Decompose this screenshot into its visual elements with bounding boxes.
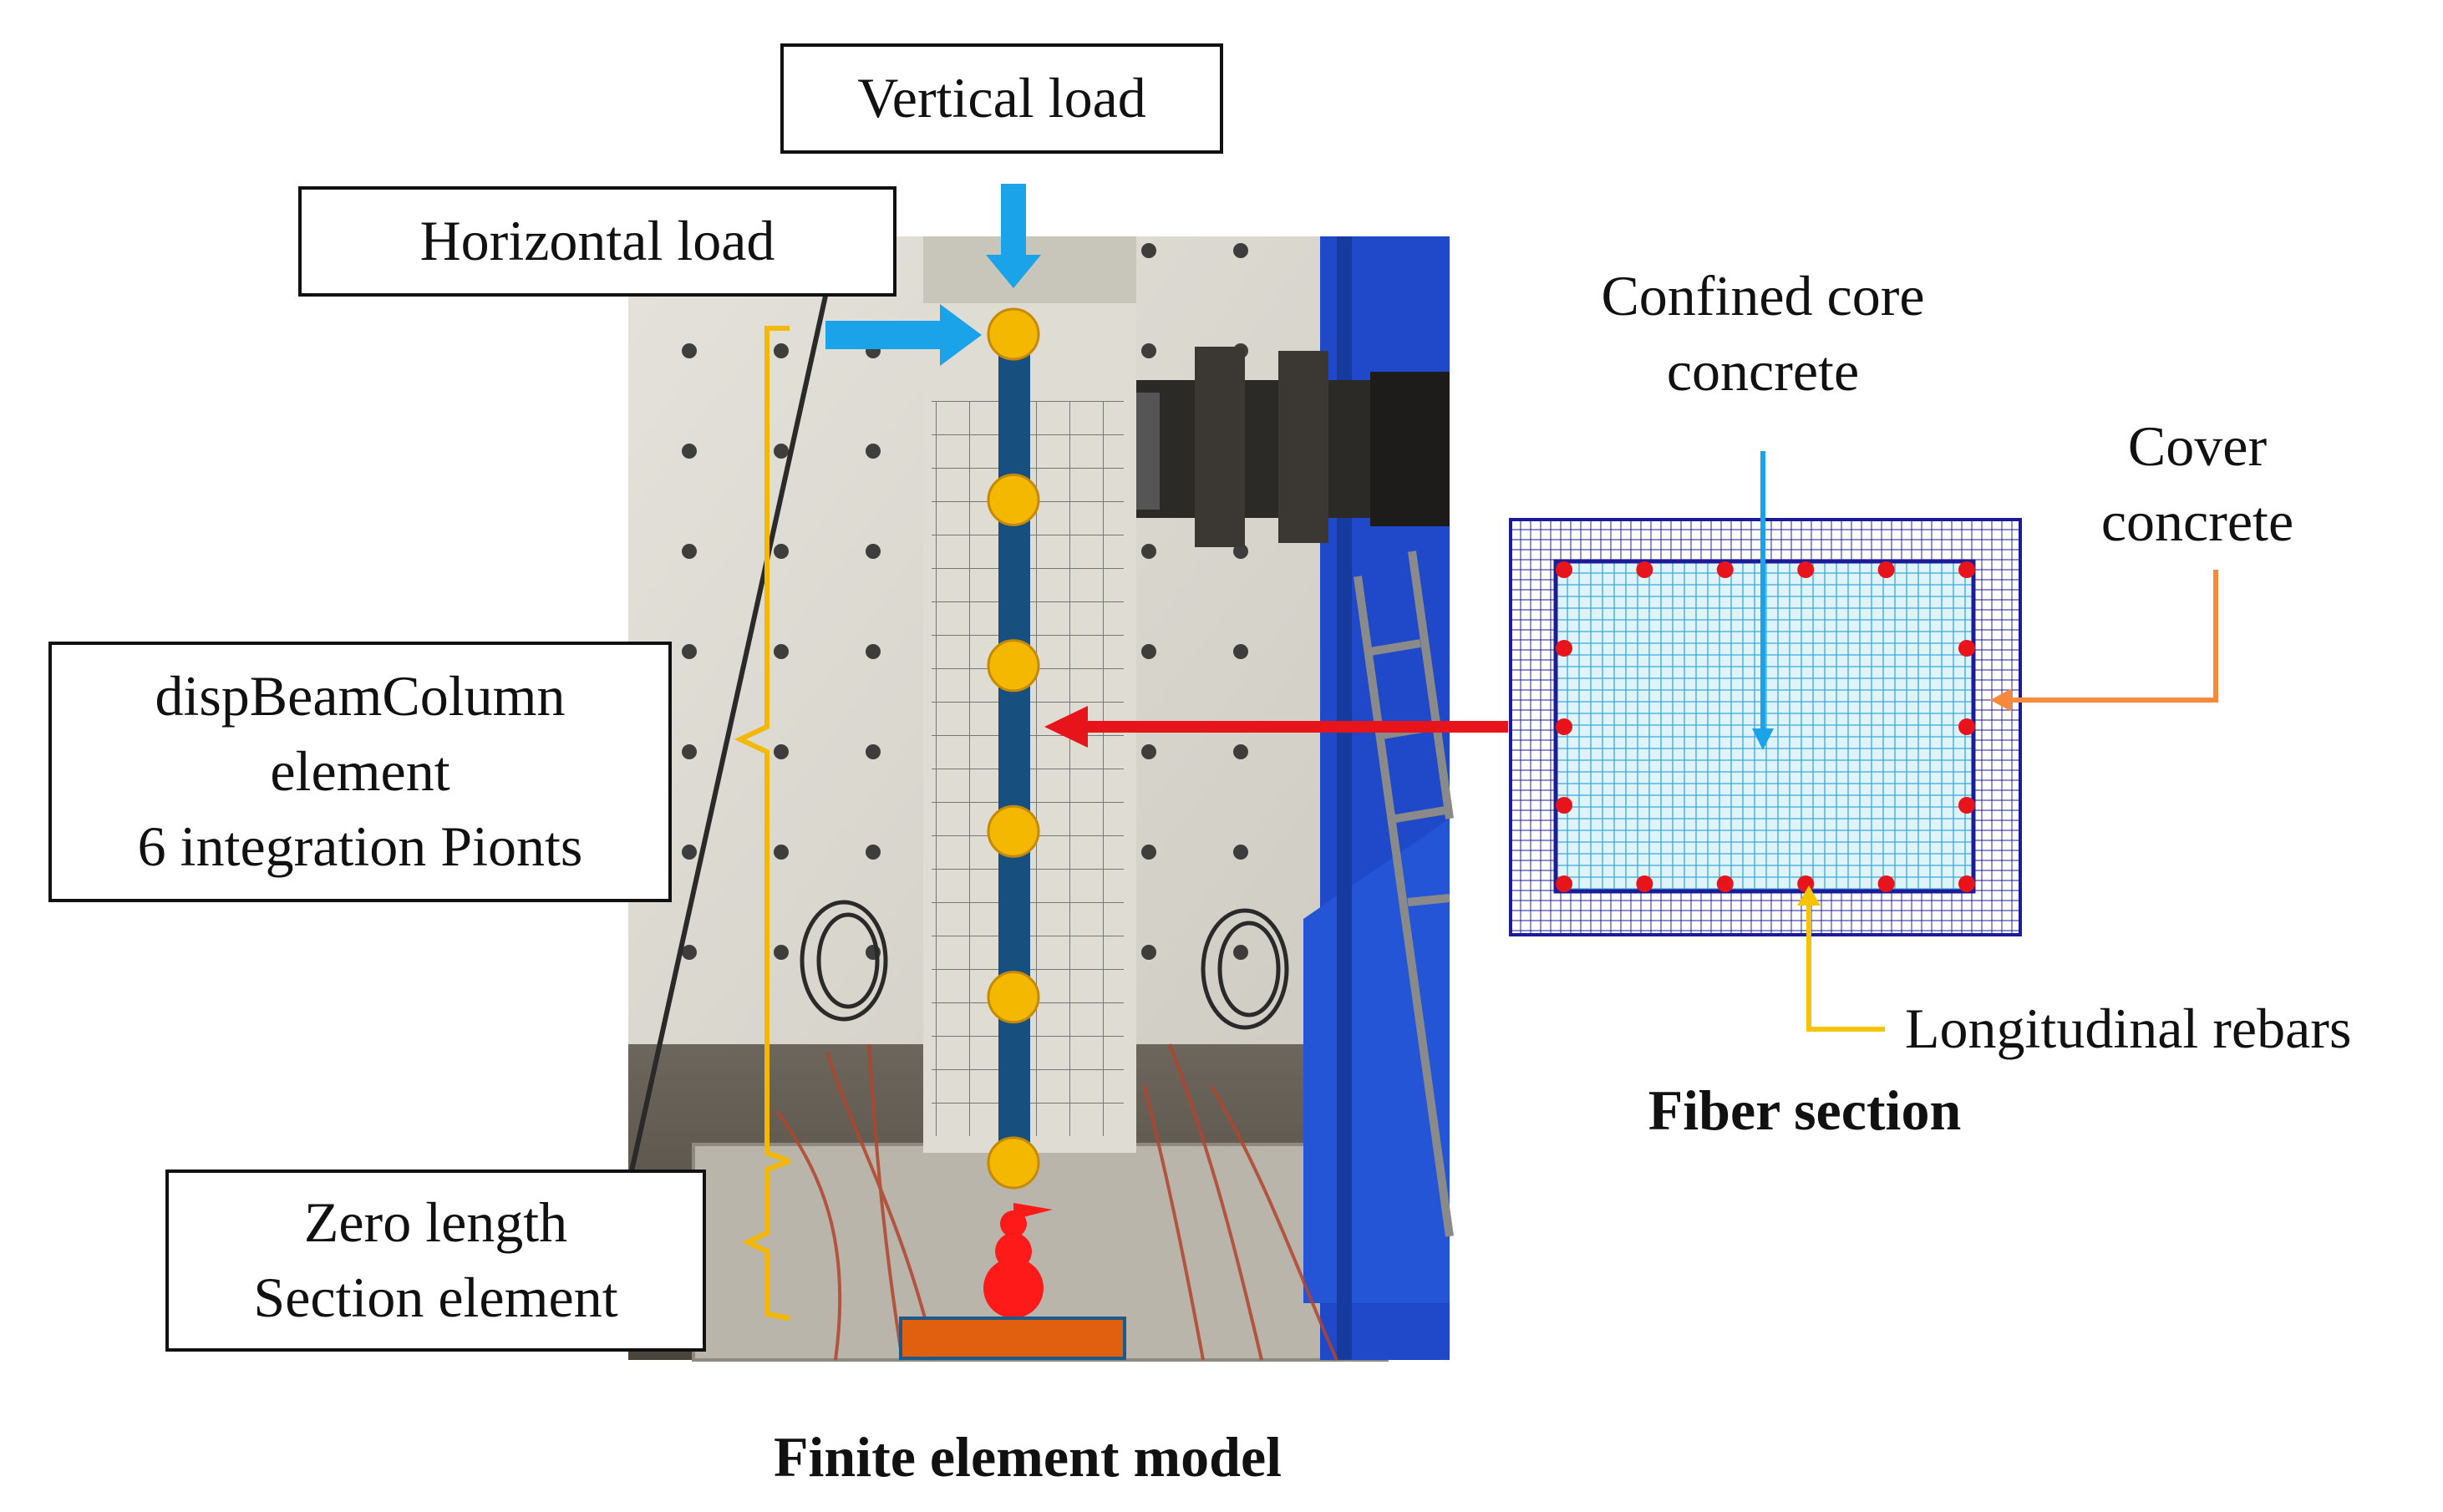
rebar-dot (1716, 561, 1734, 578)
cover-concrete-arrow (1990, 570, 2218, 712)
rebar-dot (1556, 797, 1572, 814)
rebar-dot (1958, 797, 1975, 814)
element-label-line1: dispBeamColumn (155, 664, 566, 728)
finite-element-model-title: Finite element model (773, 1425, 1282, 1489)
base-plate (899, 1317, 1126, 1360)
element-label-box: dispBeamColumn element 6 integration Pio… (48, 642, 672, 902)
zero-length-label-line2: Section element (253, 1266, 618, 1329)
rebar-dot (1958, 640, 1975, 657)
rebar-dot (1716, 875, 1734, 892)
horizontal-load-label: Horizontal load (419, 209, 775, 273)
rebar-dot (1797, 875, 1815, 892)
rebar-dot (1797, 561, 1815, 578)
rebar-dot (1636, 875, 1653, 892)
zero-length-label-box: Zero length Section element (165, 1170, 706, 1352)
horizontal-load-label-box: Horizontal load (298, 186, 896, 297)
cable-coils (800, 900, 1289, 1030)
rebar-dot (1958, 875, 1975, 892)
section-pointer-arrow (1044, 706, 1508, 748)
element-bracket (734, 326, 791, 1164)
vertical-load-arrow (986, 184, 1041, 288)
vertical-load-label-box: Vertical load (780, 43, 1223, 154)
longitudinal-rebars-label: Longitudinal rebars (1905, 997, 2352, 1060)
rebar-dot (1636, 561, 1653, 578)
zero-length-label-line1: Zero length (303, 1190, 568, 1255)
strain-gauge-wires (775, 1043, 1338, 1361)
cover-concrete-label: Cover concrete (2100, 414, 2294, 553)
integration-point (987, 473, 1040, 526)
integration-point (987, 639, 1040, 693)
zero-length-bracket (742, 1159, 791, 1321)
confined-core-arrow (1752, 451, 1774, 750)
element-label-line2: element (270, 739, 450, 804)
base-support (983, 1203, 1053, 1318)
integration-point (987, 1136, 1040, 1190)
integration-point (987, 307, 1040, 361)
rebar-dot (1958, 561, 1975, 578)
integration-point (987, 804, 1040, 858)
vertical-load-label: Vertical load (857, 66, 1146, 130)
rebar-dot (1556, 875, 1572, 892)
rebar-dot (1556, 561, 1572, 578)
rebar-dot (1877, 561, 1895, 578)
beam-column-line (998, 330, 1030, 1165)
horizontal-load-arrow (825, 304, 982, 366)
confined-core-label: Confined core concrete (1601, 264, 1925, 403)
rebar-dots (1556, 561, 1975, 892)
hydraulic-actuator (1128, 347, 1450, 547)
integration-point (987, 971, 1040, 1024)
rebar-dot (1556, 640, 1572, 657)
rebar-dot (1556, 718, 1572, 735)
integration-points (987, 307, 1040, 1190)
rebar-dot (1877, 875, 1895, 892)
rebar-arrow (1797, 885, 1885, 1032)
element-label-line3: 6 integration Pionts (137, 814, 583, 878)
rebar-dot (1958, 718, 1975, 735)
test-specimen-photo (626, 236, 1454, 1362)
fiber-section-title: Fiber section (1648, 1078, 1962, 1142)
